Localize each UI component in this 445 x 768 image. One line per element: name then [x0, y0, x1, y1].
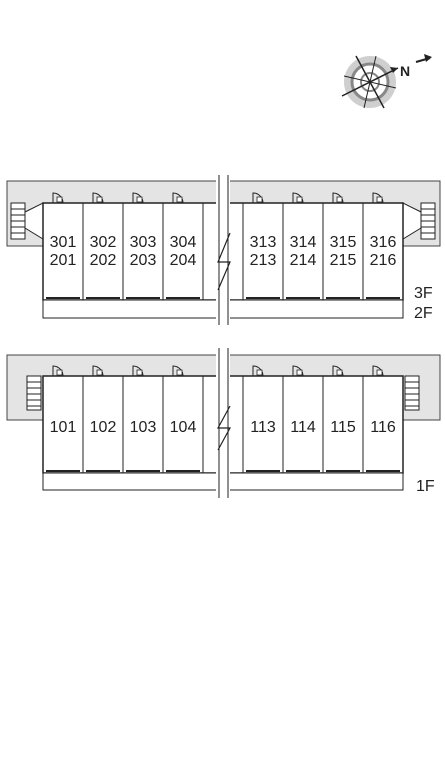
lower-stairs-right-icon	[404, 375, 420, 411]
door-icon	[132, 365, 144, 377]
upper-stairs-left-icon	[10, 202, 44, 240]
upper-unit-label: 203	[130, 252, 157, 269]
lower-unit-label: 103	[130, 419, 157, 436]
upper-unit-label: 216	[370, 252, 397, 269]
door-icon	[292, 192, 304, 204]
floor-label-2f: 2F	[414, 305, 433, 322]
lower-unit: 114	[282, 365, 324, 473]
lower-unit-label: 114	[290, 419, 316, 436]
lower-unit-label: 101	[50, 419, 77, 436]
upper-unit-label: 301	[50, 234, 77, 251]
floor-label-1f: 1F	[416, 478, 435, 495]
lower-unit-label: 116	[370, 419, 396, 436]
upper-break-icon	[217, 232, 231, 291]
lower-break-icon	[216, 405, 232, 451]
upper-unit-label: 204	[170, 252, 197, 269]
lower-block: 101 102 103 104 113 114 115 116 1F	[6, 348, 441, 498]
door-icon	[332, 192, 344, 204]
lower-unit-label: 115	[330, 419, 356, 436]
upper-unit-label: 303	[130, 234, 157, 251]
upper-unit-label: 215	[330, 252, 357, 269]
upper-unit-label: 316	[370, 234, 397, 251]
upper-unit-label: 302	[90, 234, 117, 251]
upper-unit-label: 214	[290, 252, 317, 269]
upper-unit-label: 304	[170, 234, 197, 251]
door-icon	[372, 192, 384, 204]
door-icon	[252, 192, 264, 204]
upper-unit-label: 213	[250, 252, 277, 269]
upper-unit-label: 314	[290, 234, 317, 251]
compass: N	[341, 54, 432, 109]
upper-unit-label: 202	[90, 252, 117, 269]
upper-block: 3012013022023032033042043132133142143152…	[6, 175, 441, 325]
door-icon	[172, 192, 184, 204]
door-icon	[132, 192, 144, 204]
lower-unit-label: 113	[250, 419, 276, 436]
floor-label-3f: 3F	[414, 285, 433, 302]
door-icon	[332, 365, 344, 377]
lower-stairs-left-icon	[26, 375, 42, 411]
door-icon	[52, 365, 64, 377]
door-icon	[52, 192, 64, 204]
compass-arrow-icon	[390, 67, 398, 73]
door-icon	[172, 365, 184, 377]
lower-unit-label: 104	[170, 419, 197, 436]
door-icon	[252, 365, 264, 377]
door-icon	[292, 365, 304, 377]
lower-unit: 104	[162, 365, 204, 473]
door-icon	[92, 365, 104, 377]
door-icon	[92, 192, 104, 204]
upper-unit-label: 313	[250, 234, 277, 251]
upper-unit-label: 201	[50, 252, 77, 269]
upper-stairs-right-icon	[402, 202, 436, 240]
door-icon	[372, 365, 384, 377]
lower-unit: 116	[362, 365, 404, 473]
upper-unit-label: 315	[330, 234, 357, 251]
lower-unit-label: 102	[90, 419, 117, 436]
compass-north-letter: N	[400, 63, 410, 79]
